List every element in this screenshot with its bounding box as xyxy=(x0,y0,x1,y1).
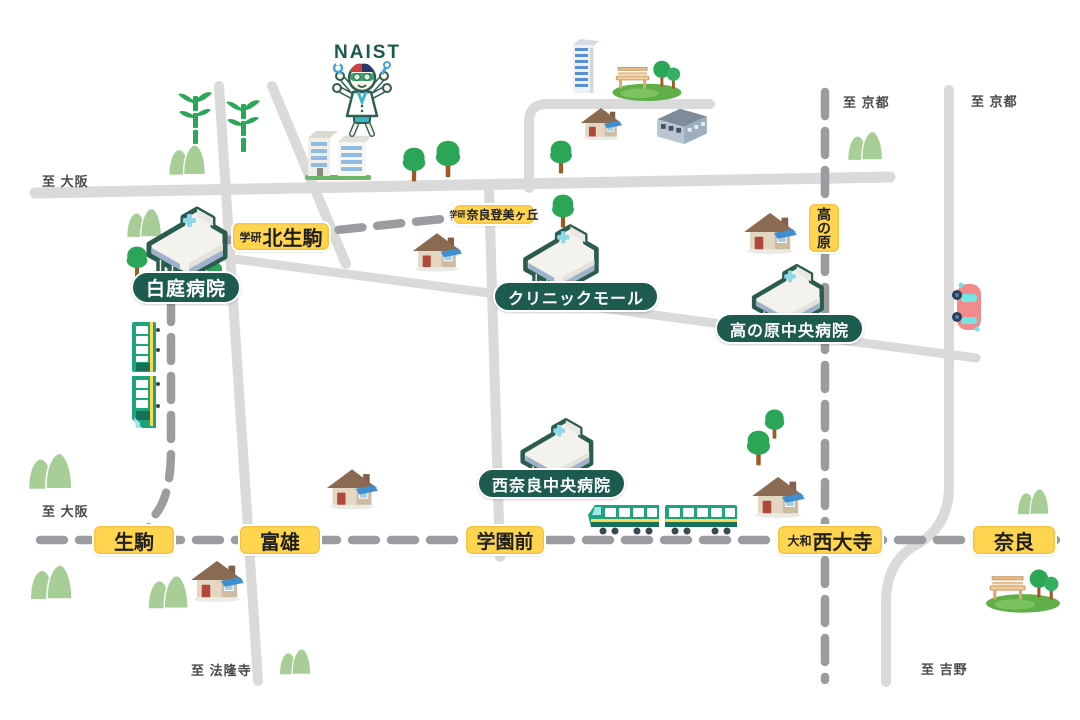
road xyxy=(881,85,954,687)
station-name: 生駒 xyxy=(114,531,154,554)
hospital-label-clinic-mall: クリニックモール xyxy=(493,281,660,312)
train-icon xyxy=(127,320,163,432)
station-badge-nara: 奈良 xyxy=(971,524,1057,556)
rail-line-ikoma-branch xyxy=(142,254,176,536)
naist-mascot-icon xyxy=(330,60,394,142)
road xyxy=(524,99,715,193)
car-icon xyxy=(951,281,987,333)
edge-label-to-osaka-bottom: 至 大阪 xyxy=(42,504,89,519)
edge-label-to-kyoto-right: 至 京都 xyxy=(971,94,1018,109)
mountain-icon xyxy=(1015,485,1051,515)
road xyxy=(29,171,896,199)
train-icon xyxy=(585,501,741,537)
factory-icon xyxy=(650,104,714,146)
tree-icon xyxy=(401,146,427,184)
edge-label-to-yoshino: 至 吉野 xyxy=(921,662,968,677)
hospital-label-takanohara-chuo: 高の原中央病院 xyxy=(715,313,865,344)
park-bench-icon xyxy=(984,562,1062,614)
tree-icon xyxy=(548,139,574,176)
station-badge-gakken-kita-ikoma: 学研 北生駒 xyxy=(231,221,331,252)
hospital-label-shiraniwa: 白庭病院 xyxy=(131,271,242,304)
house-icon xyxy=(412,230,462,272)
house-icon xyxy=(580,105,622,141)
mountain-icon xyxy=(277,645,313,675)
mountain-icon xyxy=(25,449,75,489)
station-badge-gakken-nara-tomigaoka: 学研 奈良登美ヶ丘 xyxy=(449,203,539,226)
mountain-icon xyxy=(166,141,208,175)
station-name: 学園前 xyxy=(476,531,534,553)
house-icon xyxy=(742,210,798,254)
station-prefix: 大和 xyxy=(787,533,812,548)
house-icon xyxy=(326,466,378,510)
station-prefix: 学研 xyxy=(449,210,466,219)
bamboo-icon xyxy=(176,88,214,146)
station-name: 奈良登美ヶ丘 xyxy=(466,208,539,222)
road xyxy=(484,184,505,562)
station-name: 北生駒 xyxy=(262,228,323,250)
station-badge-gakuemmae: 学園前 xyxy=(464,524,546,556)
house-icon xyxy=(750,474,806,518)
park-bench-icon xyxy=(610,54,684,102)
edge-label-to-osaka-top: 至 大阪 xyxy=(42,174,89,189)
station-name: 西大寺 xyxy=(812,531,873,554)
tree-icon xyxy=(745,429,772,468)
station-badge-takanohara: 高の原 xyxy=(807,202,841,254)
mountain-icon xyxy=(27,561,75,599)
naist-label: NAIST xyxy=(334,42,401,63)
road xyxy=(214,81,263,686)
station-badge-yamato-saidaiji: 大和 西大寺 xyxy=(776,524,884,556)
station-name: 富雄 xyxy=(260,531,300,554)
station-name: 奈良 xyxy=(994,531,1034,554)
station-badge-ikoma: 生駒 xyxy=(92,524,176,556)
mountain-icon xyxy=(845,127,885,161)
mountain-icon xyxy=(145,571,191,609)
bamboo-icon xyxy=(224,96,262,154)
house-icon xyxy=(190,558,244,602)
edge-label-to-kyoto-left: 至 京都 xyxy=(843,95,890,110)
office-tower-icon xyxy=(568,38,602,96)
station-prefix: 学研 xyxy=(239,231,262,244)
hospital-label-nishi-nara-chuo: 西奈良中央病院 xyxy=(477,468,627,499)
station-name: 高の原 xyxy=(816,207,832,249)
edge-label-to-horyuji: 至 法隆寺 xyxy=(191,663,252,678)
station-badge-tomio: 富雄 xyxy=(238,524,322,556)
tree-icon xyxy=(434,139,462,180)
